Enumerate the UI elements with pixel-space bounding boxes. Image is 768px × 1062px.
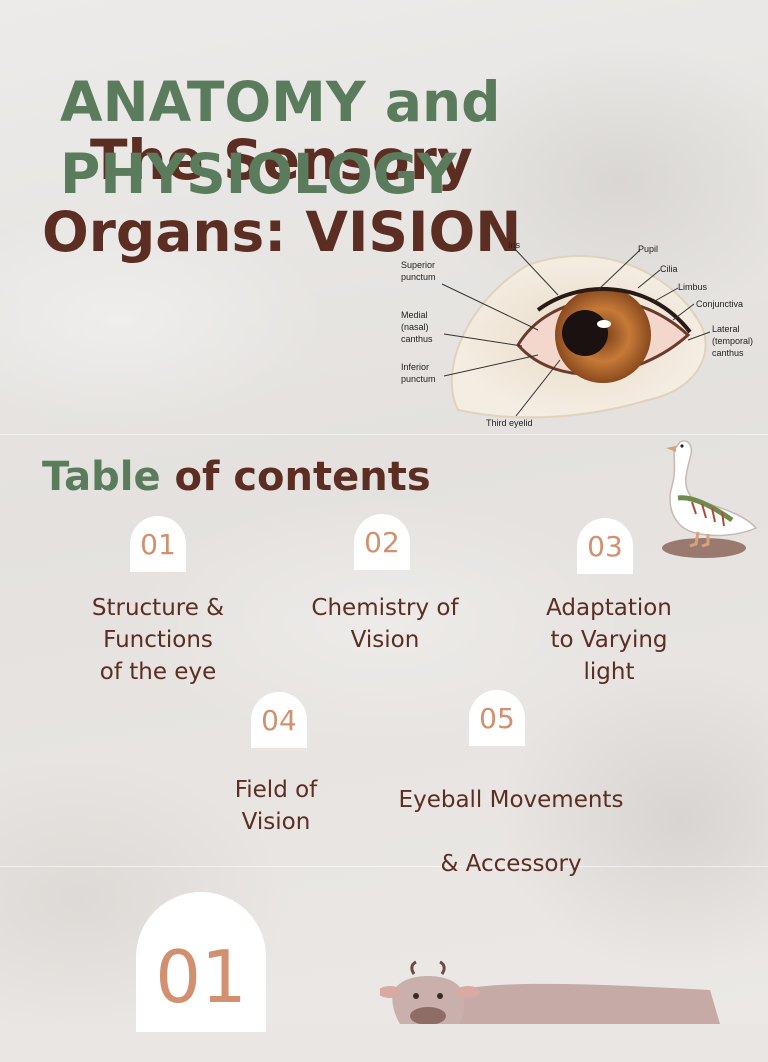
- subtitle-line-1: The Sensory: [90, 128, 473, 192]
- toc-heading-brown: of contents: [160, 454, 431, 500]
- label-superior-1: Superior: [401, 260, 435, 270]
- toc-item-line: Structure &: [91, 595, 225, 621]
- page-title: ANATOMY and PHYSIOLOGY: [60, 66, 580, 210]
- toc-item-line: Functions: [103, 627, 213, 653]
- label-conjunctiva: Conjunctiva: [696, 299, 743, 309]
- toc-number-badge[interactable]: 03: [577, 518, 633, 574]
- eye-anatomy-figure: Iris Pupil Cilia Limbus Conjunctiva Late…: [401, 240, 753, 428]
- toc-item-structure[interactable]: Structure & Functions of the eye: [58, 592, 258, 688]
- subtitle-line-2: Organs: VISION: [42, 200, 522, 264]
- toc-number-badge[interactable]: 05: [469, 690, 525, 746]
- title-line-1: ANATOMY and: [60, 70, 501, 134]
- toc-number-badge[interactable]: 02: [354, 514, 410, 570]
- toc-item-line: Vision: [241, 809, 311, 835]
- label-cilia: Cilia: [660, 264, 678, 274]
- eyelashes: [536, 287, 692, 334]
- toc-item-line: to Varying: [550, 627, 668, 653]
- toc-number-badge[interactable]: 01: [130, 516, 186, 572]
- paper-fold-line: [0, 866, 768, 867]
- title-line-2: PHYSIOLOGY: [60, 142, 457, 206]
- section-number-badge: 01: [136, 892, 266, 1032]
- toc-number-badge[interactable]: 04: [251, 692, 307, 748]
- paper-background: [0, 0, 768, 1024]
- toc-item-field-of-vision[interactable]: Field of Vision: [196, 774, 356, 838]
- label-lateral-2: (temporal): [712, 336, 753, 346]
- label-superior-2: punctum: [401, 272, 436, 282]
- label-lateral-1: Lateral: [712, 324, 740, 334]
- paper-fold-line: [0, 434, 768, 435]
- toc-item-line: & Accessory: [440, 851, 582, 877]
- label-medial-3: canthus: [401, 334, 433, 344]
- toc-item-line: Chemistry of: [311, 595, 459, 621]
- toc-item-adaptation[interactable]: Adaptation to Varying light: [509, 592, 709, 688]
- toc-heading-green: Table: [42, 454, 161, 500]
- label-medial-1: Medial: [401, 310, 428, 320]
- cow-illustration: [380, 960, 720, 1024]
- toc-item-chemistry[interactable]: Chemistry of Vision: [285, 592, 485, 656]
- duck-skeleton-illustration: [662, 440, 758, 558]
- label-pupil: Pupil: [638, 244, 658, 254]
- label-limbus: Limbus: [678, 282, 708, 292]
- toc-item-line: Eyeball Movements: [398, 787, 624, 813]
- toc-item-line: light: [583, 659, 635, 685]
- toc-item-line: Adaptation: [546, 595, 672, 621]
- label-inferior-2: punctum: [401, 374, 436, 384]
- subtitle-sensory-organs: The Sensory Organs: VISION: [42, 124, 562, 268]
- label-third-eyelid: Third eyelid: [486, 418, 533, 428]
- label-inferior-1: Inferior: [401, 362, 429, 372]
- toc-item-eyeball-movements[interactable]: Eyeball Movements & Accessory: [371, 768, 651, 896]
- eye-highlight: [597, 320, 611, 328]
- label-medial-2: (nasal): [401, 322, 429, 332]
- toc-item-line: Field of: [234, 777, 318, 803]
- toc-heading: Table of contents: [42, 454, 431, 500]
- eye-pupil: [562, 310, 608, 356]
- toc-item-line: of the eye: [99, 659, 217, 685]
- label-lateral-3: canthus: [712, 348, 744, 358]
- toc-item-line: Vision: [350, 627, 420, 653]
- label-iris: Iris: [508, 240, 520, 250]
